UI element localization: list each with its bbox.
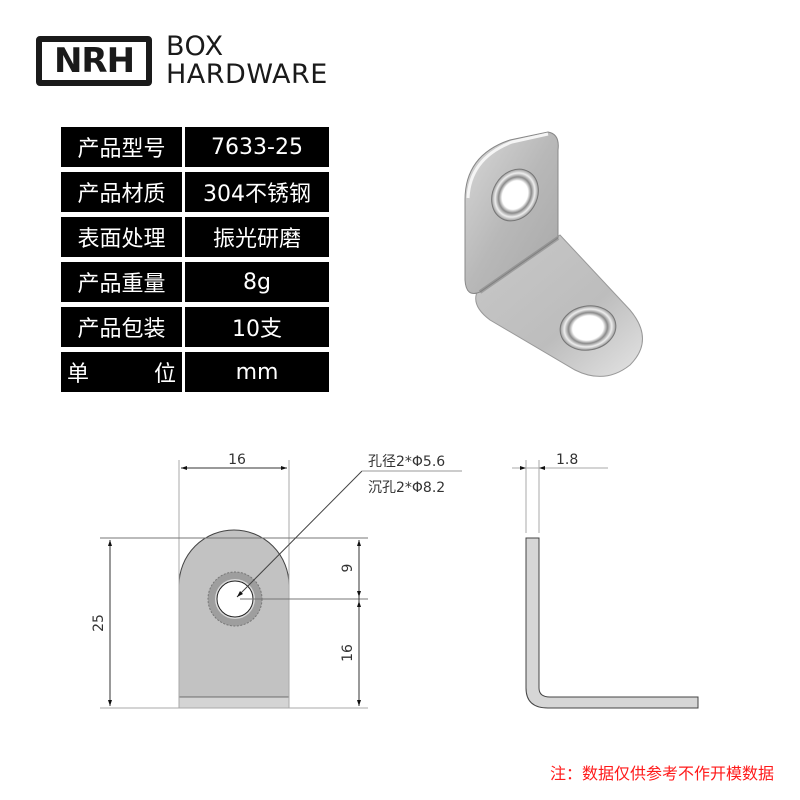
spec-row-unit: 单 位 mm [61, 352, 329, 392]
spec-row-weight: 产品重量 8g [61, 262, 329, 302]
spec-label: 产品重量 [61, 262, 182, 302]
spec-value: 7633-25 [185, 127, 329, 167]
spec-table: 产品型号 7633-25 产品材质 304不锈钢 表面处理 振光研磨 产品重量 … [61, 127, 329, 397]
logo-wordmark: BOX HARDWARE [166, 33, 328, 89]
spec-value: mm [185, 352, 329, 392]
logo-mark-text: NRH [53, 41, 135, 81]
thickness-dim-label: 1.8 [556, 452, 578, 468]
logo-line-2: HARDWARE [166, 59, 328, 90]
spec-label-right: 位 [153, 362, 176, 387]
spec-row-finish: 表面处理 振光研磨 [61, 217, 329, 257]
disclaimer-note: 注：数据仅供参考不作开模数据 [549, 764, 774, 783]
hole-callout-1: 孔径2*Φ5.6 [368, 454, 445, 470]
spec-row-material: 产品材质 304不锈钢 [61, 172, 329, 212]
brand-logo: NRH BOX HARDWARE [36, 33, 328, 89]
spec-label: 产品包装 [61, 307, 182, 347]
lower-dim-label: 16 [340, 644, 356, 662]
logo-mark: NRH [36, 36, 152, 86]
front-view: 16 25 9 16 孔径2*Φ5.6 沉孔2*Φ8.2 [91, 452, 462, 709]
spec-row-model: 产品型号 7633-25 [61, 127, 329, 167]
side-view: 1.8 [512, 452, 699, 709]
spec-row-packaging: 产品包装 10支 [61, 307, 329, 347]
logo-line-1: BOX [166, 31, 224, 62]
spec-label: 表面处理 [61, 217, 182, 257]
spec-label: 产品材质 [61, 172, 182, 212]
width-dim-label: 16 [228, 452, 246, 468]
hole-offset-dim-label: 9 [340, 564, 356, 573]
spec-value: 10支 [185, 307, 329, 347]
hole-callout-2: 沉孔2*Φ8.2 [368, 480, 445, 496]
height-dim-label: 25 [91, 614, 107, 632]
spec-value: 8g [185, 262, 329, 302]
spec-value: 304不锈钢 [185, 172, 329, 212]
spec-label-left: 单 [67, 362, 90, 387]
spec-label: 单 位 [61, 352, 182, 392]
product-photo [464, 131, 643, 377]
spec-value: 振光研磨 [185, 217, 329, 257]
spec-label: 产品型号 [61, 127, 182, 167]
